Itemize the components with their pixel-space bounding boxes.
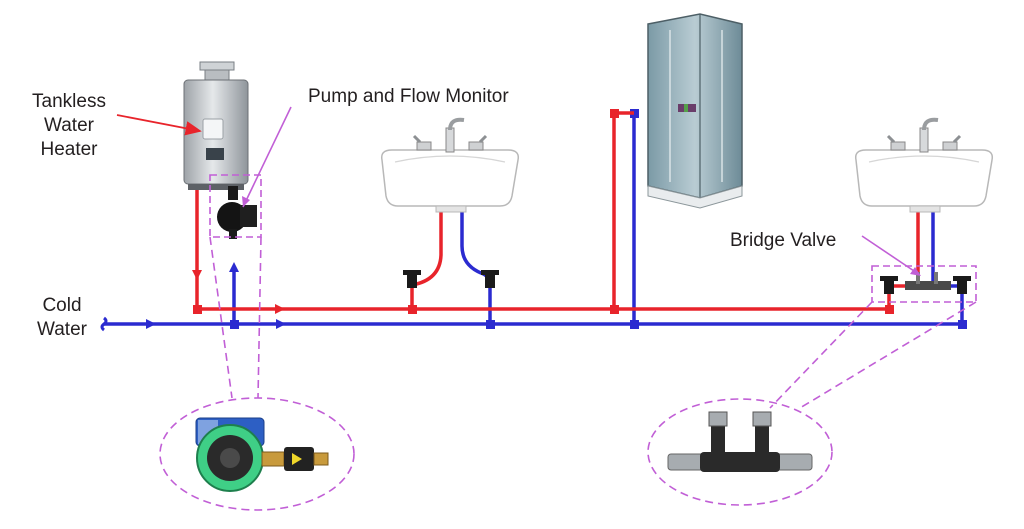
- pump-pointer-line: [242, 106, 292, 208]
- cold-flow-arrows: [146, 262, 286, 329]
- hot-to-sink1: [410, 205, 443, 309]
- tankless-label-line1: Tankless: [32, 91, 106, 112]
- hot-pipe-fittings: [193, 109, 894, 314]
- shower-icon: [647, 13, 743, 209]
- tankless-label-line3: Heater: [40, 139, 98, 160]
- tankless-heater-icon: [183, 61, 249, 190]
- tankless-pointer-arrow: [116, 114, 202, 136]
- pump-pointer-arrowhead: [242, 196, 250, 207]
- valve-icon: [880, 276, 898, 294]
- hot-to-shower: [612, 111, 634, 309]
- cold-to-sink2: [931, 205, 964, 324]
- valve-icon: [953, 276, 971, 294]
- bridge-valve-label: Bridge Valve: [730, 230, 837, 251]
- valve-icon: [481, 270, 499, 288]
- tankless-heater-label: Tankless Water Heater: [18, 90, 120, 162]
- cold-inlet-squiggle: [100, 316, 108, 332]
- circulation-pump-closeup: [195, 417, 329, 492]
- shutoff-valves: [403, 270, 971, 294]
- valve-icon: [403, 270, 421, 288]
- cold-label-line2: Water: [37, 319, 87, 340]
- bridge-pointer-line: [861, 235, 918, 274]
- cold-pipe-fittings: [230, 109, 967, 329]
- pump-closeup-callout: [159, 397, 355, 511]
- bridge-valve-icon: [905, 272, 951, 290]
- bridge-valve-closeup: [667, 411, 813, 472]
- pump-icon: [217, 186, 257, 239]
- tankless-label-line2: Water: [44, 115, 94, 136]
- bridge-valve-closeup-callout: [647, 398, 833, 506]
- hot-water-pipes: [195, 111, 920, 311]
- hot-flow-arrows: [192, 270, 285, 314]
- bridge-pointer-arrowhead: [910, 267, 921, 276]
- callout-connectors: [209, 236, 977, 409]
- pump-callout-box: [209, 174, 262, 238]
- sink-icon: [380, 117, 520, 213]
- sink-icon: [854, 117, 994, 213]
- cold-label-line1: Cold: [42, 295, 82, 316]
- pump-flow-monitor-label: Pump and Flow Monitor: [308, 86, 509, 107]
- cold-water-label: Cold Water: [26, 294, 98, 342]
- cold-to-sink1: [460, 205, 492, 324]
- bridge-valve-callout-box: [871, 265, 977, 303]
- hot-main-line: [197, 286, 891, 311]
